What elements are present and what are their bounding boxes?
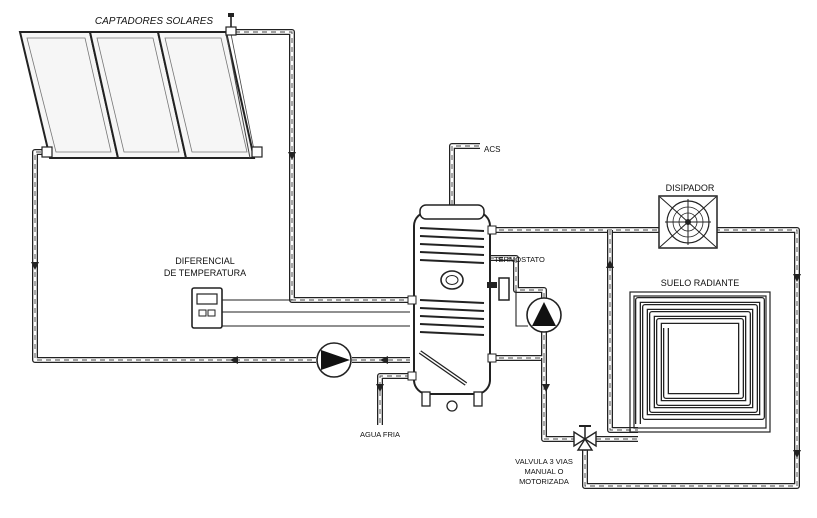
radiant-floor-border bbox=[633, 295, 767, 429]
pipe-segment bbox=[226, 29, 410, 303]
pipe-segment bbox=[490, 332, 546, 360]
labels: CAPTADORES SOLARES ACS DISIPADOR DIFEREN… bbox=[95, 16, 739, 486]
solar-panel bbox=[96, 37, 180, 153]
thermostat-sensor bbox=[487, 277, 510, 301]
three-way-valve-icon bbox=[573, 425, 597, 451]
control-wires bbox=[222, 290, 528, 327]
pipe-segment bbox=[378, 374, 410, 425]
radiant-floor-border bbox=[629, 291, 771, 433]
pump-icon bbox=[316, 342, 352, 378]
radiant-floor-label: SUELO RADIANTE bbox=[661, 278, 740, 288]
fan-icon bbox=[658, 195, 718, 249]
pipe-segment bbox=[541, 358, 574, 442]
cold-water-label: AGUA FRIA bbox=[360, 430, 400, 439]
pump-icon bbox=[526, 297, 562, 333]
pipe-segment bbox=[226, 31, 410, 301]
valve-label-line2: MANUAL O bbox=[525, 467, 564, 476]
radiant-floor-coil bbox=[636, 298, 764, 424]
pipe-segment bbox=[226, 30, 410, 302]
radiant-floor bbox=[629, 291, 771, 433]
pipe-segment bbox=[490, 229, 798, 487]
pipe-segment bbox=[379, 375, 410, 425]
radiant-floor-coil bbox=[635, 297, 765, 424]
pipe-segment bbox=[609, 230, 638, 431]
storage-tank-icon bbox=[407, 204, 497, 412]
pipe-segment bbox=[543, 358, 574, 440]
pipe-segment bbox=[34, 151, 316, 361]
acs-label: ACS bbox=[484, 145, 500, 154]
solar-panel bbox=[156, 31, 256, 159]
flow-arrows bbox=[31, 152, 801, 458]
controller-icon bbox=[191, 287, 223, 329]
valve-label-line1: VALVULA 3 VIAS bbox=[515, 457, 573, 466]
differential-label-line2: DE TEMPERATURA bbox=[164, 268, 246, 278]
differential-label-line1: DIFERENCIAL bbox=[175, 256, 235, 266]
pipe-segment bbox=[490, 332, 545, 359]
pipe-segment bbox=[490, 332, 547, 361]
collectors-label: CAPTADORES SOLARES bbox=[95, 16, 214, 27]
dissipator-label: DISIPADOR bbox=[666, 183, 715, 193]
solar-panel bbox=[26, 37, 112, 153]
valve-label-line3: MOTORIZADA bbox=[519, 477, 569, 486]
pipe-segment bbox=[542, 358, 574, 441]
solar-collectors bbox=[18, 13, 263, 159]
solar-panel bbox=[164, 37, 248, 153]
pipe-segment bbox=[377, 373, 410, 425]
pipe-segment bbox=[449, 143, 480, 205]
pipe-segment bbox=[451, 145, 480, 205]
pipe-segment bbox=[450, 144, 480, 205]
thermostat-label: TERMOSTATO bbox=[494, 255, 545, 264]
